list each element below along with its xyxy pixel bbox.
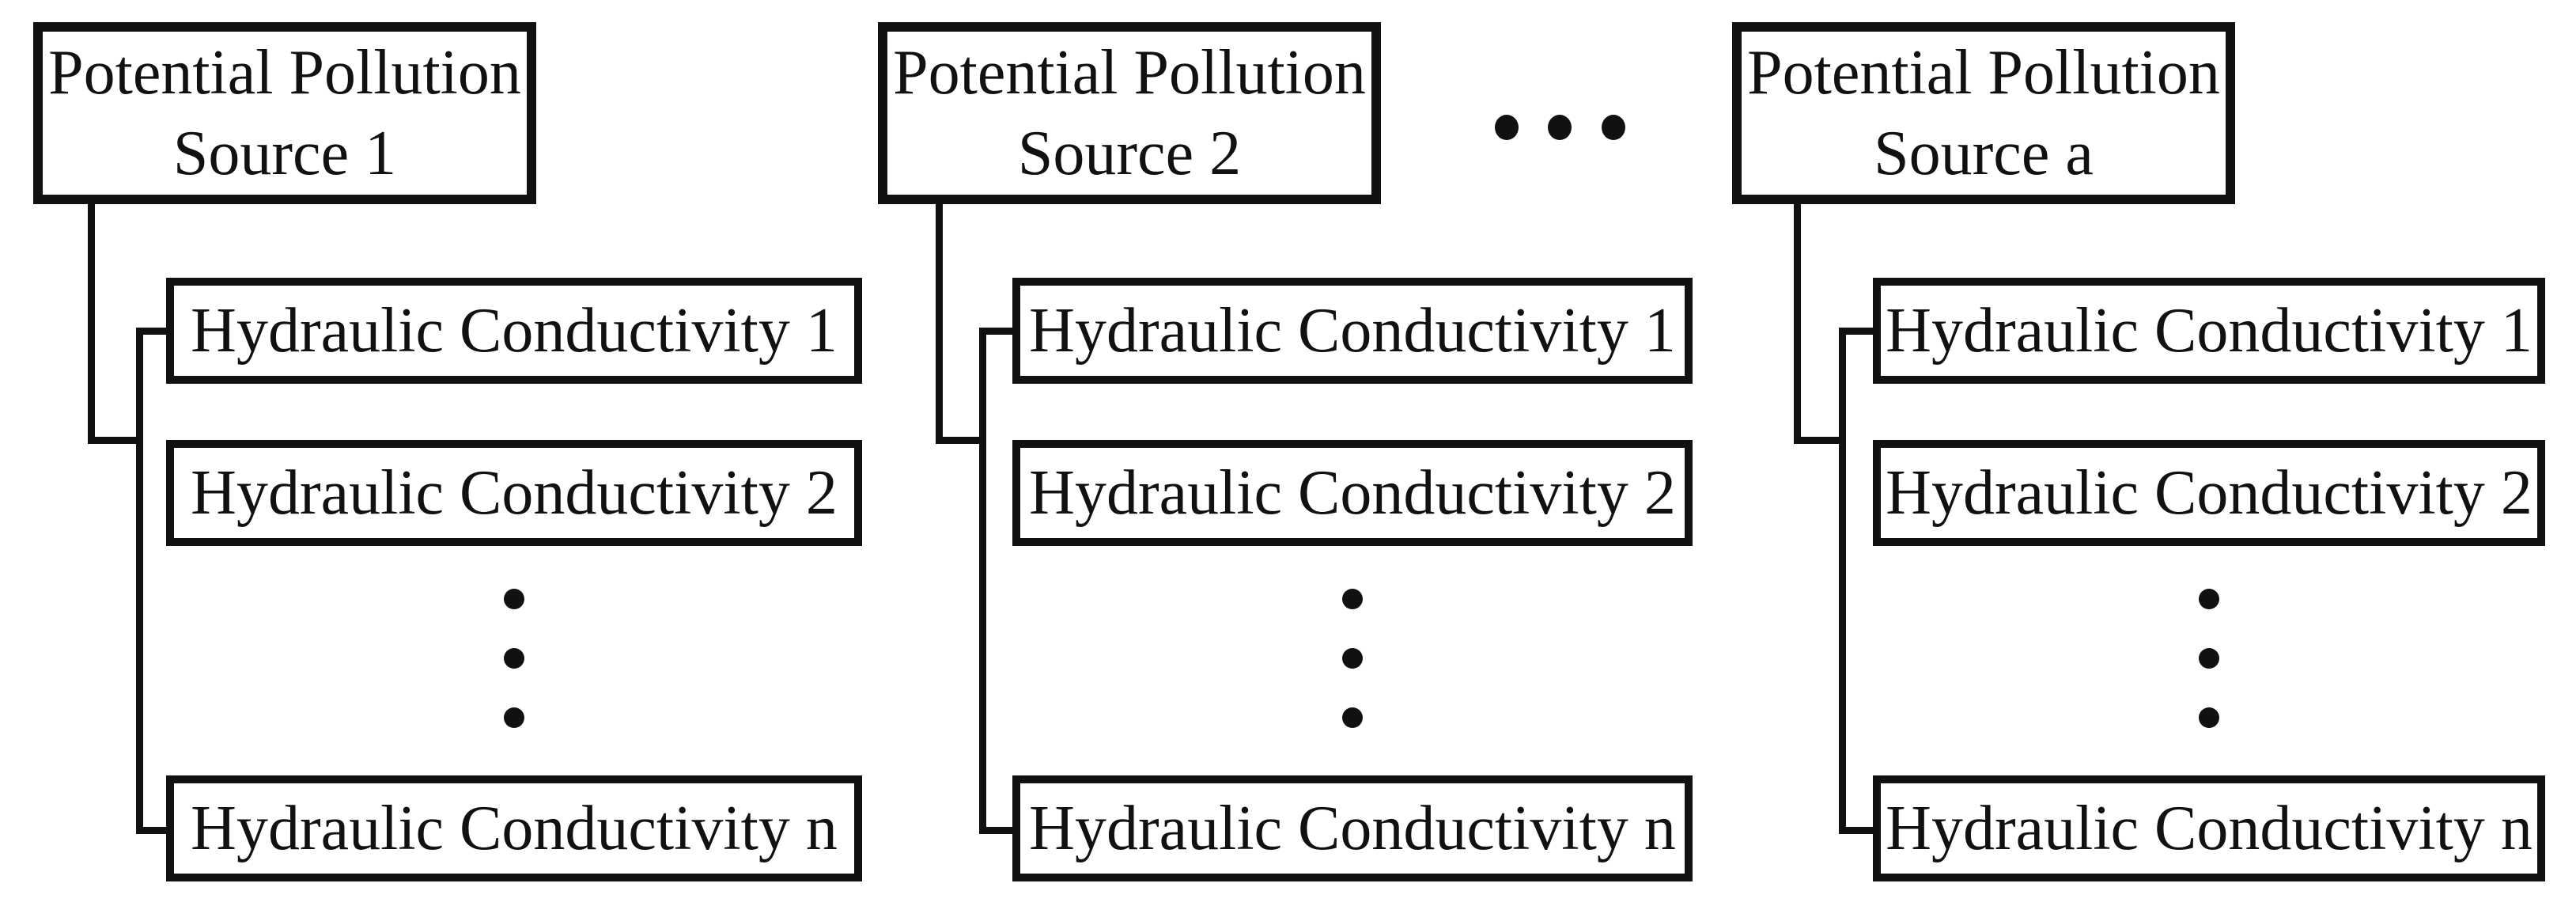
- horizontal-ellipsis-dot: [1602, 115, 1625, 140]
- vertical-ellipsis-dot: [2199, 589, 2219, 609]
- hydraulic-conductivity-box: Hydraulic Conductivity 2: [166, 440, 862, 546]
- hydraulic-conductivity-box: Hydraulic Conductivity n: [166, 775, 862, 881]
- source-box-2-line1: Potential Pollution: [893, 38, 1366, 108]
- horizontal-ellipsis-dot: [1548, 115, 1572, 140]
- source-box-1: Potential Pollution Source 1: [33, 22, 536, 204]
- connector-trunk-line: [936, 199, 943, 444]
- connector-jog-line: [88, 437, 143, 444]
- horizontal-ellipsis-dot: [1495, 115, 1519, 140]
- hydraulic-conductivity-box: Hydraulic Conductivity 1: [1873, 278, 2545, 384]
- vertical-ellipsis-dot: [1342, 589, 1363, 609]
- vertical-ellipsis-dot: [504, 648, 524, 669]
- hydraulic-conductivity-box: Hydraulic Conductivity 2: [1873, 440, 2545, 546]
- hydraulic-conductivity-box: Hydraulic Conductivity n: [1012, 775, 1693, 881]
- connector-bracket-line: [979, 328, 986, 834]
- connector-stub-line: [143, 328, 167, 335]
- hydraulic-conductivity-box: Hydraulic Conductivity 1: [166, 278, 862, 384]
- connector-trunk-line: [88, 199, 95, 444]
- vertical-ellipsis-dot: [504, 589, 524, 609]
- source-box-1-line1: Potential Pollution: [48, 38, 521, 108]
- connector-jog-line: [1794, 437, 1846, 444]
- source-box-a-line2: Source a: [1874, 119, 2094, 188]
- connector-bracket-line: [1839, 328, 1846, 834]
- hydraulic-conductivity-box: Hydraulic Conductivity 1: [1012, 278, 1693, 384]
- vertical-ellipsis-dot: [504, 707, 524, 728]
- connector-bracket-line: [136, 328, 143, 834]
- connector-stub-line: [986, 827, 1012, 834]
- hydraulic-conductivity-box: Hydraulic Conductivity n: [1873, 775, 2545, 881]
- connector-jog-line: [936, 437, 986, 444]
- source-box-a-line1: Potential Pollution: [1747, 38, 2220, 108]
- source-box-2: Potential Pollution Source 2: [878, 22, 1381, 204]
- hydraulic-conductivity-box: Hydraulic Conductivity 2: [1012, 440, 1693, 546]
- source-box-1-line2: Source 1: [172, 119, 397, 188]
- vertical-ellipsis-dot: [1342, 707, 1363, 728]
- vertical-ellipsis-dot: [2199, 707, 2219, 728]
- source-box-a: Potential Pollution Source a: [1732, 22, 2235, 204]
- connector-stub-line: [986, 328, 1012, 335]
- source-box-2-line2: Source 2: [1017, 119, 1242, 188]
- connector-stub-line: [143, 827, 167, 834]
- connector-stub-line: [1846, 827, 1873, 834]
- vertical-ellipsis-dot: [2199, 648, 2219, 669]
- connector-stub-line: [1846, 328, 1873, 335]
- connector-trunk-line: [1794, 199, 1801, 444]
- vertical-ellipsis-dot: [1342, 648, 1363, 669]
